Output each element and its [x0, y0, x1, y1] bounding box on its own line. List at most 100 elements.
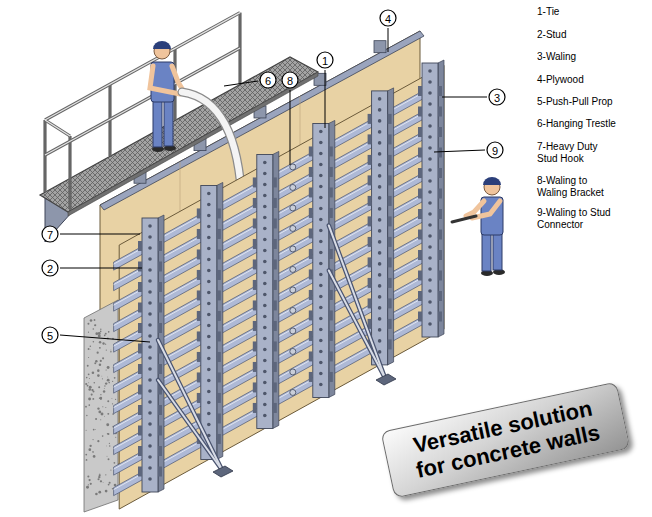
stud-hole [207, 247, 211, 251]
stud-top [374, 41, 386, 53]
leader-line [224, 81, 258, 86]
waling-to-stud-connector [388, 134, 392, 144]
stud-hole [378, 207, 382, 211]
stud-hole [378, 174, 382, 178]
stud-hole [148, 235, 152, 239]
waling-to-stud-connector [197, 311, 201, 321]
concrete-speckle [100, 480, 102, 482]
stud-side [388, 88, 394, 365]
stud-hole [263, 161, 267, 165]
concrete-speckle [99, 363, 102, 366]
waling-to-stud-connector [217, 229, 221, 239]
stud-hole [207, 225, 211, 229]
waling-to-stud-connector [438, 107, 442, 117]
stud-hole [428, 135, 432, 139]
stud-hole [207, 214, 211, 218]
waling-to-stud-connector [197, 352, 201, 362]
waling-to-stud-connector [309, 331, 313, 341]
waling-to-stud-connector [253, 218, 257, 228]
waling-to-stud-connector [273, 259, 277, 269]
waling-to-stud-connector [418, 250, 422, 260]
stud-hole [428, 157, 432, 161]
stud-hole [378, 185, 382, 189]
stud-hole [319, 273, 323, 277]
callout-circle: 5 [41, 326, 59, 344]
tie-nut [290, 205, 296, 211]
concrete-speckle [114, 484, 117, 487]
worker-figure [452, 177, 505, 276]
concrete-speckle [89, 348, 91, 350]
waling-to-stud-connector [438, 230, 442, 240]
waling-to-stud-connector [329, 372, 333, 382]
concrete-speckle [105, 344, 106, 345]
stud-hole [378, 295, 382, 299]
waling-to-stud-connector [158, 426, 162, 436]
concrete-speckle [94, 319, 96, 321]
waling-to-stud-connector [273, 177, 277, 187]
stud-hole [428, 113, 432, 117]
stud-hole [319, 141, 323, 145]
leader-line [290, 90, 291, 165]
stud-hole [319, 163, 323, 167]
waling-to-stud-connector [309, 146, 313, 156]
leg [153, 98, 162, 147]
waling-to-stud-connector [388, 339, 392, 349]
concrete-speckle [114, 462, 116, 464]
concrete-speckle [98, 386, 100, 388]
concrete-speckle [88, 357, 89, 358]
stud-hole [207, 346, 211, 350]
concrete-speckle [107, 433, 108, 434]
concrete-speckle [89, 386, 92, 389]
concrete-speckle [88, 382, 90, 384]
stud-hole [207, 324, 211, 328]
stud-hole [263, 183, 267, 187]
stud-hole [319, 207, 323, 211]
concrete-speckle [88, 448, 91, 451]
stud-hole [207, 423, 211, 427]
stud-hole [207, 302, 211, 306]
concrete-speckle [88, 484, 89, 485]
stud-hole [148, 433, 152, 437]
callout-circle: 1 [316, 51, 334, 69]
stud-hole [428, 80, 432, 84]
concrete-speckle [105, 333, 107, 335]
leg [482, 232, 491, 271]
stud-hole [378, 328, 382, 332]
concrete-speckle [86, 377, 88, 379]
waling-to-stud-connector [217, 413, 221, 423]
waling-to-stud-connector [197, 270, 201, 280]
tie-nut [290, 184, 296, 190]
waling-to-stud-connector [388, 319, 392, 329]
legend-entry: 9-Waling to Stud Connector [537, 207, 613, 231]
tie-nut [290, 225, 296, 231]
concrete-speckle [104, 385, 105, 386]
stud-hole [428, 256, 432, 260]
stud-hole [428, 179, 432, 183]
concrete-speckle [88, 398, 91, 401]
waling-to-stud-connector [309, 187, 313, 197]
stud-face [201, 185, 217, 459]
waling-to-stud-connector [273, 198, 277, 208]
waling-to-stud-connector [368, 278, 372, 288]
title-badge: Versatile solution for concrete walls [380, 382, 630, 499]
waling-to-stud-connector [418, 291, 422, 301]
waling-to-stud-connector [158, 467, 162, 477]
waling-to-stud-connector [368, 114, 372, 124]
concrete-speckle [92, 398, 94, 400]
side-rail [45, 120, 70, 136]
concrete-speckle [87, 323, 89, 325]
concrete-speckle [92, 371, 95, 374]
concrete-speckle [99, 335, 101, 337]
waling-to-stud-connector [138, 282, 142, 292]
stud-hole [428, 245, 432, 249]
stud-hole [207, 236, 211, 240]
concrete-speckle [88, 348, 90, 350]
waling-to-stud-connector [138, 385, 142, 395]
stud-hole [263, 359, 267, 363]
waling-to-stud-connector [197, 372, 201, 382]
waling-to-stud-connector [438, 127, 442, 137]
concrete-speckle [90, 319, 93, 322]
concrete-speckle [102, 435, 104, 437]
stud-hole [263, 216, 267, 220]
